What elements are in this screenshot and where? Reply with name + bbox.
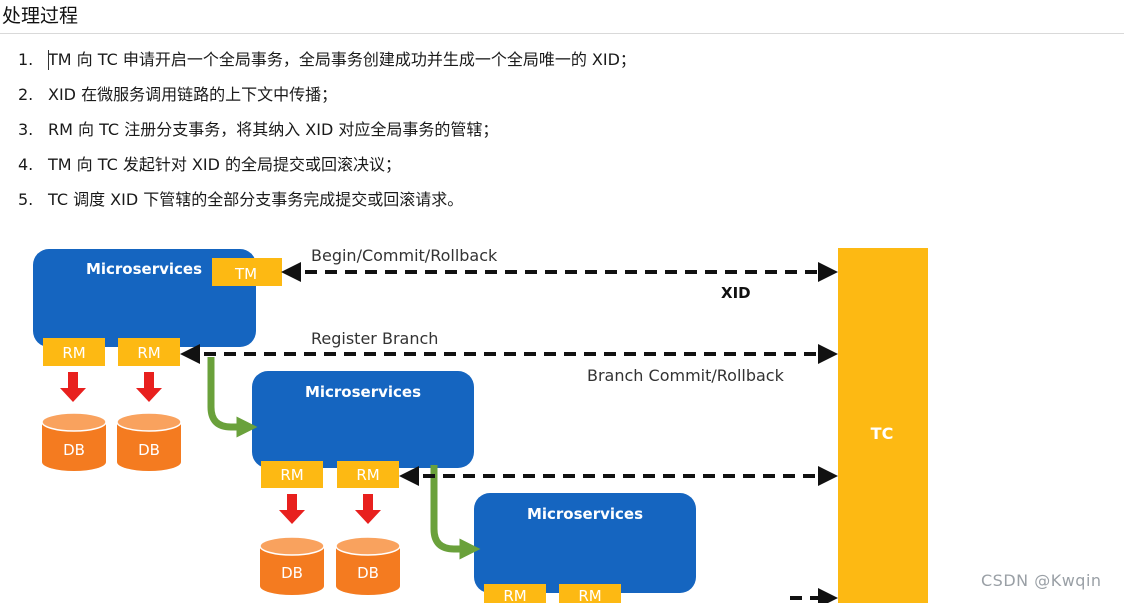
microservice-box-1 — [33, 249, 256, 347]
rm-label: RM — [356, 466, 379, 484]
red-down-arrow — [355, 494, 381, 524]
step-item: 1. TM 向 TC 申请开启一个全局事务，全局事务创建成功并生成一个全局唯一的 … — [18, 46, 636, 81]
microservice-label-2: Microservices — [305, 383, 421, 401]
step-text: TM 向 TC 发起针对 XID 的全局提交或回滚决议； — [48, 155, 402, 174]
red-down-arrow — [136, 372, 162, 402]
rm-label: RM — [280, 466, 303, 484]
db-label: DB — [357, 564, 379, 582]
csdn-watermark: CSDN @Kwqin — [981, 571, 1102, 590]
rm-tag — [559, 584, 621, 603]
rm-label: RM — [503, 587, 526, 603]
register-branch-label: Register Branch — [311, 329, 438, 348]
rm-tag — [43, 338, 105, 366]
rm-label: RM — [62, 344, 85, 362]
step-number: 4. — [18, 155, 34, 174]
rm-tag — [337, 461, 399, 488]
branch-commit-rollback-label: Branch Commit/Rollback — [587, 366, 785, 385]
step-item: 5. TC 调度 XID 下管辖的全部分支事务完成提交或回滚请求。 — [18, 186, 636, 221]
green-propagation-arrow — [207, 357, 258, 438]
step-number: 1. — [18, 50, 34, 69]
step-item: 3. RM 向 TC 注册分支事务，将其纳入 XID 对应全局事务的管辖； — [18, 116, 636, 151]
step-item: 2. XID 在微服务调用链路的上下文中传播； — [18, 81, 636, 116]
tm-label: TM — [234, 265, 257, 283]
red-down-arrow — [279, 494, 305, 524]
rm-label: RM — [137, 344, 160, 362]
step-number: 5. — [18, 190, 34, 209]
db-cylinder: DB — [116, 412, 182, 471]
step-number: 3. — [18, 120, 34, 139]
microservice-box-2 — [252, 371, 474, 468]
steps-list: 1. TM 向 TC 申请开启一个全局事务，全局事务创建成功并生成一个全局唯一的 … — [18, 46, 636, 221]
rm-label: RM — [578, 587, 601, 603]
db-cylinder: DB — [41, 412, 107, 471]
db-label: DB — [138, 441, 160, 459]
green-propagation-arrow — [430, 465, 481, 560]
rm-tag — [261, 461, 323, 488]
db-cylinder: DB — [335, 536, 401, 595]
tm-tag — [212, 258, 282, 286]
step-number: 2. — [18, 85, 34, 104]
rm-tag — [118, 338, 180, 366]
step-item: 4. TM 向 TC 发起针对 XID 的全局提交或回滚决议； — [18, 151, 636, 186]
db-label: DB — [281, 564, 303, 582]
xid-label: XID — [721, 284, 751, 302]
step-text: TM 向 TC 申请开启一个全局事务，全局事务创建成功并生成一个全局唯一的 XI… — [48, 50, 636, 69]
begin-commit-rollback-label: Begin/Commit/Rollback — [311, 246, 498, 265]
text-cursor — [48, 50, 49, 70]
step-text: TC 调度 XID 下管辖的全部分支事务完成提交或回滚请求。 — [48, 190, 464, 209]
page-heading: 处理过程 — [2, 5, 79, 27]
microservice-label-1: Microservices — [86, 260, 202, 278]
rm-tag — [484, 584, 546, 603]
red-down-arrow — [60, 372, 86, 402]
microservice-label-3: Microservices — [527, 505, 643, 523]
db-label: DB — [63, 441, 85, 459]
step-text: XID 在微服务调用链路的上下文中传播； — [48, 85, 338, 104]
tc-box — [838, 248, 928, 603]
step-text: RM 向 TC 注册分支事务，将其纳入 XID 对应全局事务的管辖； — [48, 120, 499, 139]
db-cylinder: DB — [259, 536, 325, 595]
tc-label: TC — [871, 424, 894, 443]
microservice-box-3 — [474, 493, 696, 593]
heading-divider — [0, 33, 1124, 34]
